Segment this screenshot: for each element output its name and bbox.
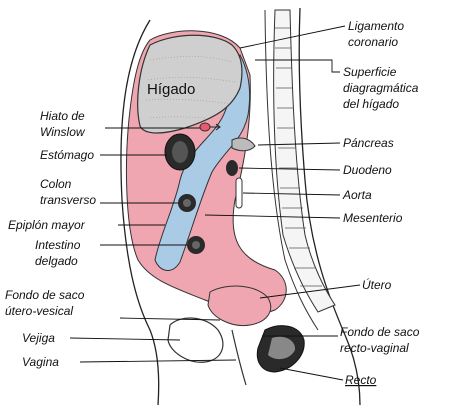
spinal-canal-line — [264, 9, 319, 331]
transverse-colon-lumen — [183, 199, 191, 207]
uterus-shape — [207, 285, 272, 327]
label-intestino-1: Intestino — [35, 238, 81, 252]
label-mesenterio: Mesenterio — [343, 211, 403, 225]
label-estomago: Estómago — [40, 148, 94, 162]
label-colon-2: transverso — [40, 193, 96, 207]
label-fondo-uv-2: útero-vesical — [5, 304, 73, 318]
spine-shape — [273, 9, 336, 313]
label-duodeno: Duodeno — [343, 163, 392, 177]
label-higado: Hígado — [147, 81, 195, 98]
label-vejiga: Vejiga — [22, 331, 55, 345]
lesser-sac-region — [154, 53, 251, 271]
label-pancreas: Páncreas — [343, 136, 394, 150]
small-intestine-lumen — [192, 241, 200, 249]
label-epiplon: Epiplón mayor — [8, 218, 86, 232]
bladder-shape — [167, 317, 224, 363]
label-hiato-1: Hiato de — [40, 109, 85, 123]
label-intestino-2: delgado — [35, 254, 78, 268]
liver-shape — [137, 34, 243, 134]
label-vagina: Vagina — [22, 355, 59, 369]
winslow-arrow — [210, 123, 221, 131]
label-colon-1: Colon — [40, 177, 72, 191]
body-outline-back — [298, 7, 361, 405]
label-recto: Recto — [345, 373, 377, 387]
label-ligamento-1: Ligamento — [348, 19, 404, 33]
duodenum-shape — [226, 160, 238, 176]
pancreas-shape — [231, 137, 256, 152]
vagina-shape — [231, 329, 247, 386]
label-superficie-1: Superficie — [343, 65, 397, 79]
winslow-opening — [199, 122, 211, 132]
label-utero: Útero — [362, 277, 392, 292]
rectum-lumen — [268, 336, 296, 360]
label-superficie-3: del hígado — [343, 97, 399, 111]
label-fondo-rv-1: Fondo de saco — [340, 325, 420, 339]
stomach-lumen — [172, 141, 188, 163]
label-hiato-2: Winslow — [40, 125, 86, 139]
body-outline-front — [120, 19, 160, 405]
spine-segments — [275, 27, 322, 287]
leader-lines — [69, 25, 361, 381]
label-ligamento-2: coronario — [348, 35, 398, 49]
label-fondo-rv-2: recto-vaginal — [340, 341, 409, 355]
aorta-shape — [235, 177, 243, 209]
label-aorta: Aorta — [342, 188, 372, 202]
label-fondo-uv-1: Fondo de saco — [5, 288, 85, 302]
label-superficie-2: diagragmática — [343, 81, 419, 95]
